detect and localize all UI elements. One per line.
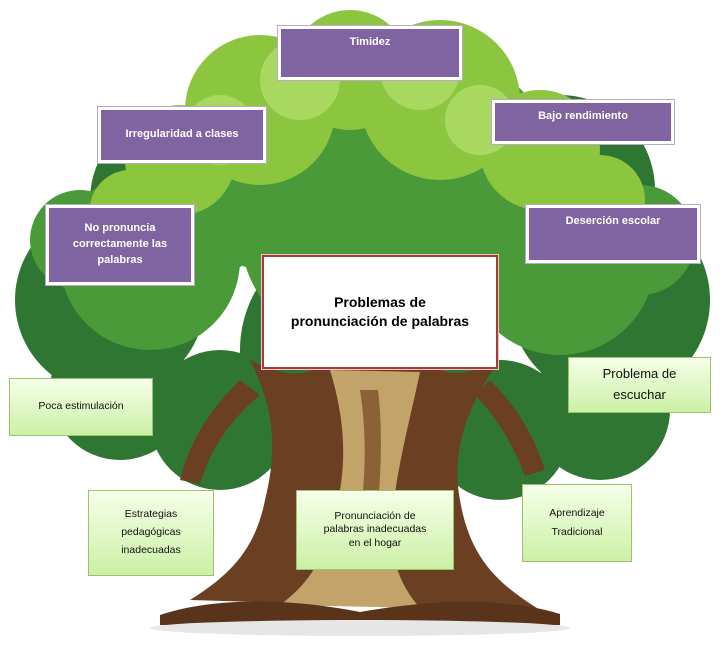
cause-pronunciacion-hogar-line-3: en el hogar [348, 536, 402, 549]
central-problem-line-2: pronunciación de palabras [290, 313, 470, 329]
cause-problema-escuchar-line-2: escuchar [613, 387, 666, 402]
cause-poca-estimulacion: Poca estimulación [9, 378, 153, 436]
effect-no-pronuncia-line-1: No pronuncia [84, 222, 156, 235]
cause-estrategias-line-3: inadecuadas [121, 543, 181, 556]
effect-irregularidad-clases: Irregularidad a clases [98, 107, 266, 163]
effect-desercion-label: Deserción escolar [565, 215, 661, 227]
cause-estrategias-line-2: pedagógicas [121, 526, 181, 539]
central-problem: Problemas de pronunciación de palabras [262, 255, 498, 369]
effect-bajo-rendimiento: Bajo rendimiento [492, 100, 674, 144]
cause-pronunciacion-hogar: Pronunciación de palabras inadecuadas en… [296, 490, 454, 570]
effect-bajo-rendimiento-label: Bajo rendimiento [538, 110, 628, 122]
effect-no-pronuncia-line-2: correctamente las [72, 238, 168, 251]
effect-timidez-label: Timidez [349, 36, 391, 48]
cause-aprendizaje-tradicional: Aprendizaje Tradicional [522, 484, 632, 562]
central-problem-line-1: Problemas de [334, 294, 426, 311]
effect-no-pronuncia: No pronuncia correctamente las palabras [46, 205, 194, 285]
cause-problema-escuchar: Problema de escuchar [568, 357, 711, 413]
cause-estrategias-pedagogicas: Estrategias pedagógicas inadecuadas [88, 490, 214, 576]
effect-timidez: Timidez [278, 26, 462, 80]
effect-irregularidad-label: Irregularidad a clases [125, 128, 239, 141]
cause-pronunciacion-hogar-line-1: Pronunciación de [334, 510, 416, 523]
cause-pronunciacion-hogar-line-2: palabras inadecuadas [323, 523, 427, 536]
cause-problema-escuchar-line-1: Problema de [602, 366, 677, 382]
effect-no-pronuncia-line-3: palabras [97, 253, 143, 266]
effect-desercion-escolar: Deserción escolar [526, 205, 700, 263]
cause-aprendizaje-line-2: Tradicional [551, 526, 603, 538]
cause-poca-estimulacion-label: Poca estimulación [38, 400, 124, 413]
cause-estrategias-line-1: Estrategias [124, 508, 178, 521]
cause-aprendizaje-line-1: Aprendizaje [549, 507, 605, 520]
